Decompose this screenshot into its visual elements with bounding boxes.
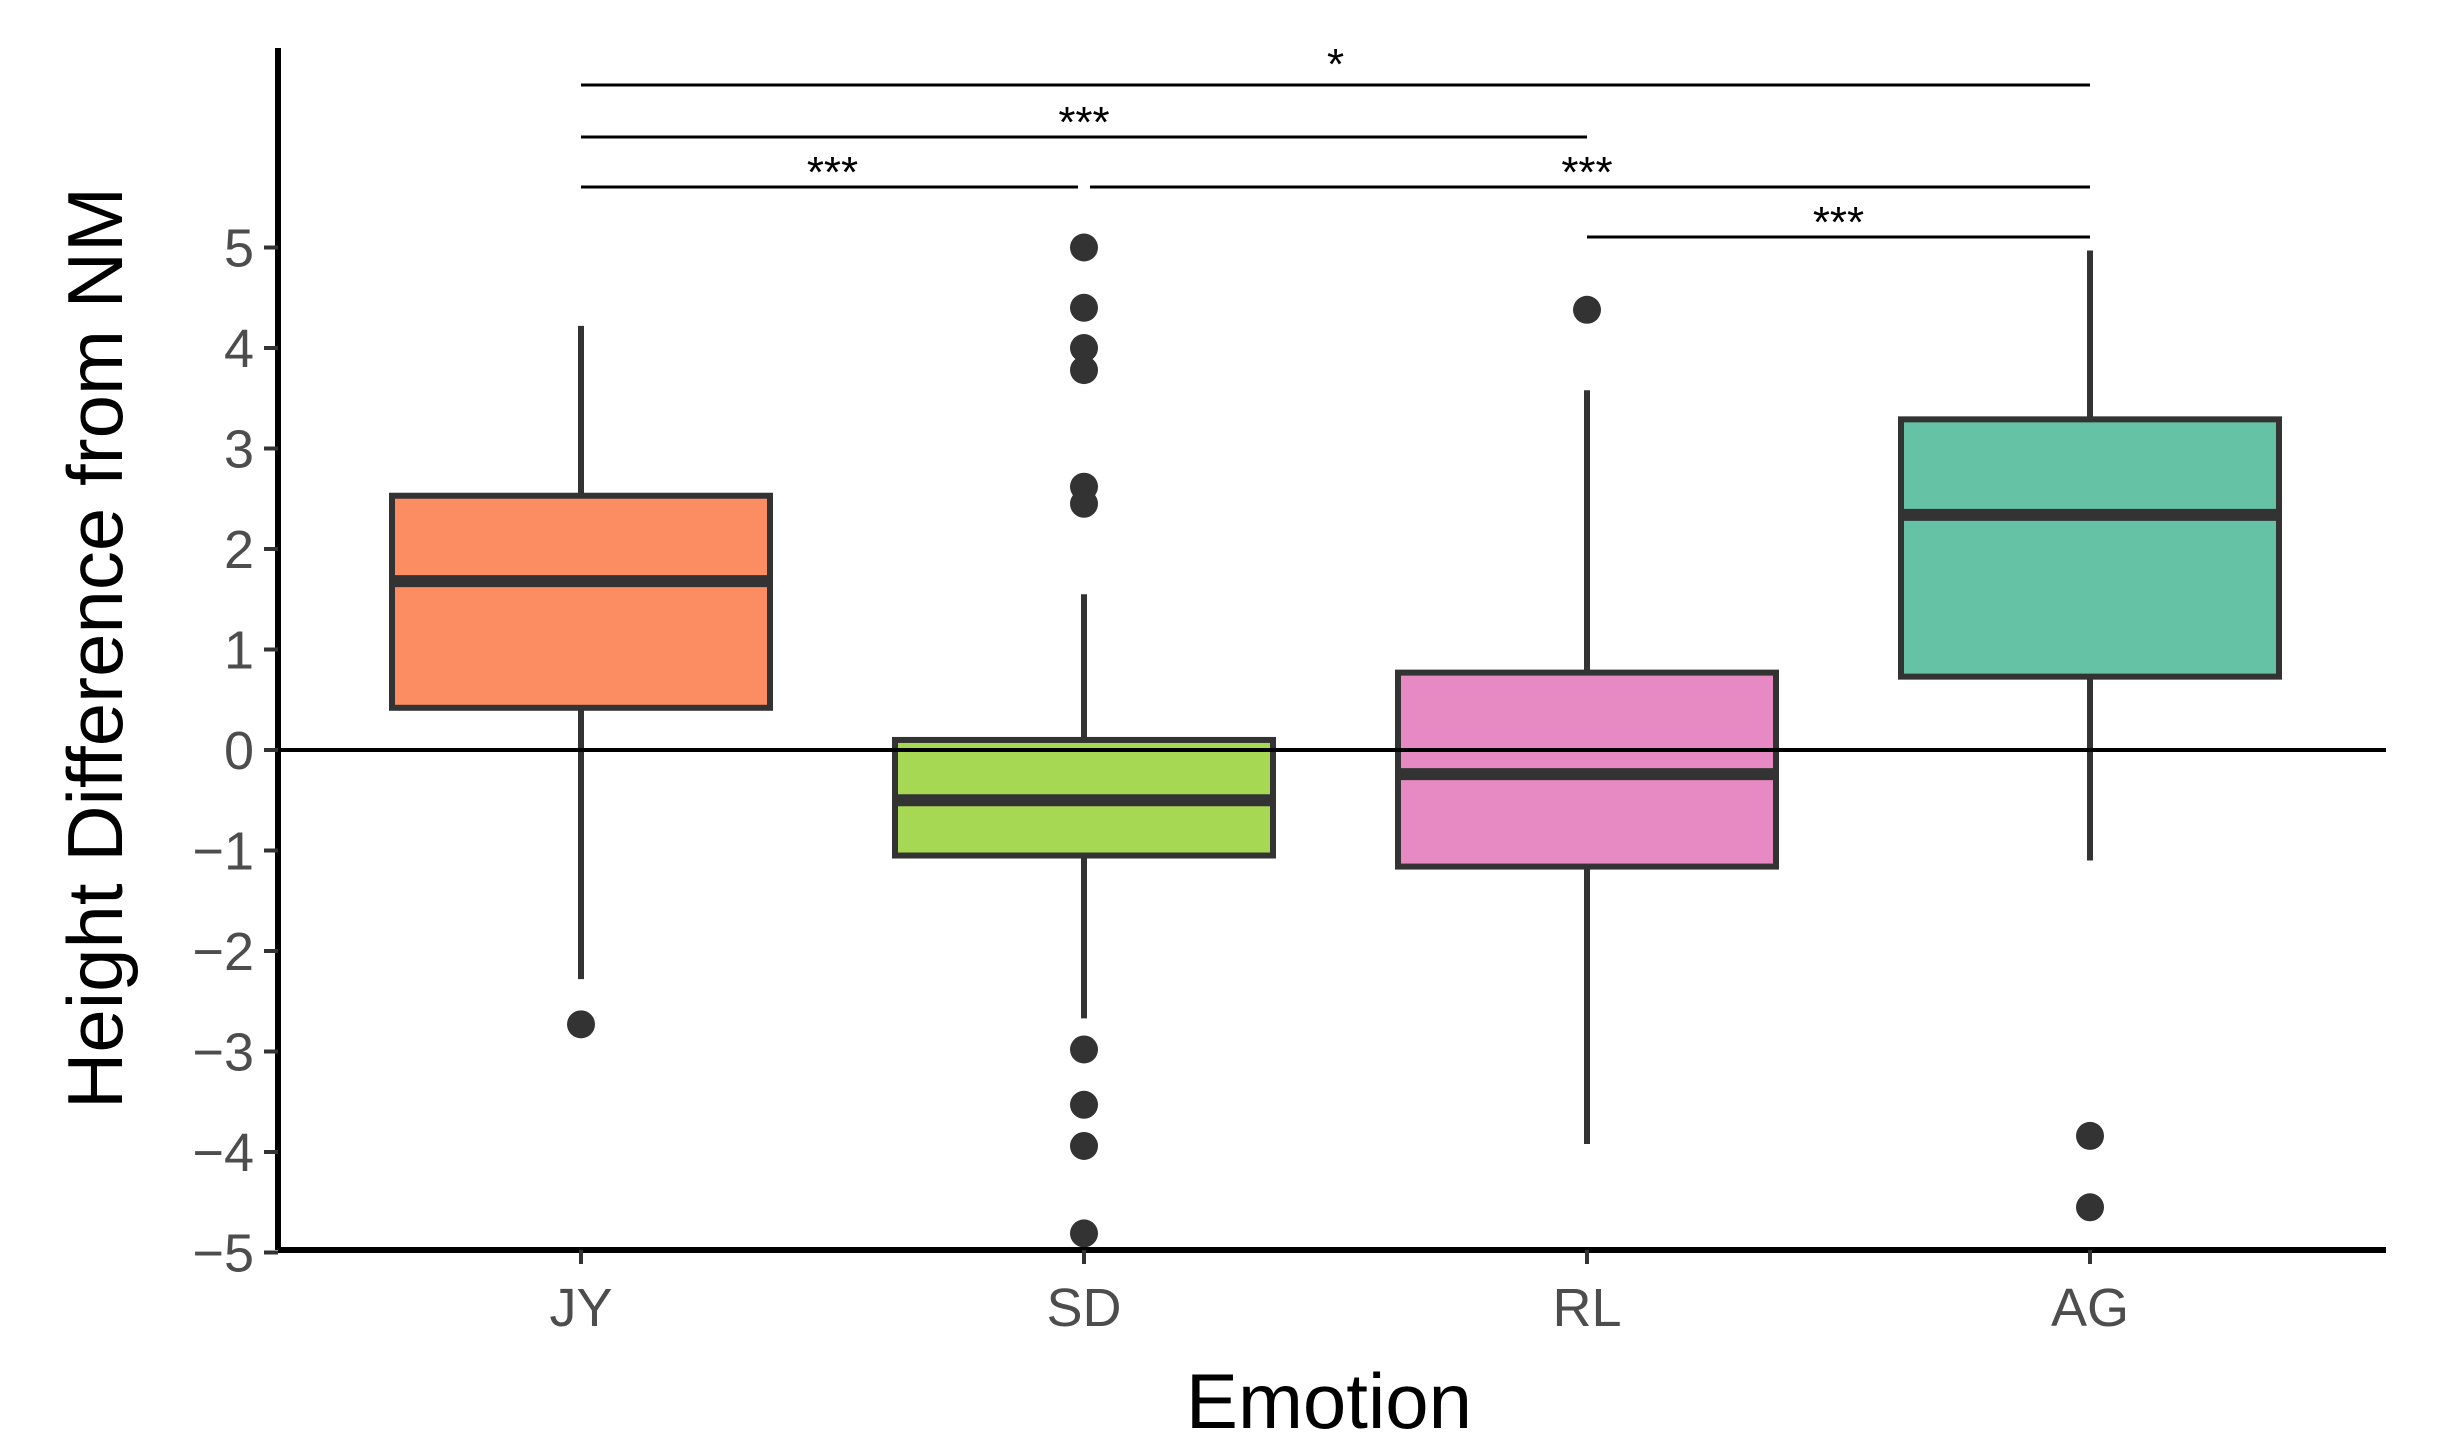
x-tick-label-jy: JY bbox=[549, 1278, 612, 1338]
box-group-rl bbox=[1395, 295, 1779, 1144]
significance-label: *** bbox=[1058, 98, 1109, 147]
significance-label: *** bbox=[1813, 198, 1864, 247]
outlier-point bbox=[1573, 295, 1601, 324]
outlier-point bbox=[1070, 334, 1098, 362]
y-axis-title: Height Difference from NM bbox=[51, 187, 139, 1109]
x-tick-label-sd: SD bbox=[1046, 1278, 1121, 1338]
outlier-point bbox=[1070, 1131, 1098, 1160]
significance-label: *** bbox=[807, 148, 858, 197]
x-axis-title: Emotion bbox=[1186, 1357, 1472, 1445]
y-tick-label: −5 bbox=[192, 1224, 254, 1284]
box-group-sd bbox=[892, 233, 1276, 1248]
outlier-point bbox=[2076, 1193, 2104, 1222]
outlier-point bbox=[2076, 1121, 2104, 1150]
y-tick-label: −3 bbox=[192, 1023, 254, 1083]
box-group-ag bbox=[1898, 250, 2282, 1222]
outlier-point bbox=[1070, 293, 1098, 322]
outlier-point bbox=[567, 1010, 595, 1039]
outlier-point bbox=[1070, 1219, 1098, 1248]
y-tick-label: 3 bbox=[224, 420, 254, 480]
significance-bracket: * bbox=[581, 40, 2090, 89]
outlier-point bbox=[1070, 1035, 1098, 1064]
box-ag bbox=[1898, 416, 2282, 680]
significance-bracket: *** bbox=[581, 148, 1078, 197]
y-tick-label: −2 bbox=[192, 922, 254, 982]
y-tick-label: 0 bbox=[224, 721, 254, 781]
significance-label: * bbox=[1327, 40, 1344, 89]
outlier-point bbox=[1070, 233, 1098, 262]
x-tick-label-rl: RL bbox=[1552, 1278, 1621, 1338]
significance-bracket: *** bbox=[1587, 198, 2090, 247]
y-tick-label: 2 bbox=[224, 520, 254, 580]
box-jy bbox=[389, 492, 773, 711]
x-tick-label-ag: AG bbox=[2051, 1278, 2129, 1338]
y-tick-label: 4 bbox=[224, 319, 254, 379]
y-tick-label: −4 bbox=[192, 1123, 254, 1183]
y-tick-label: −1 bbox=[192, 822, 254, 882]
significance-label: *** bbox=[1561, 148, 1612, 197]
box-group-jy bbox=[389, 325, 773, 1039]
significance-bracket: *** bbox=[581, 98, 1587, 147]
y-tick-label: 5 bbox=[224, 219, 254, 279]
outlier-point bbox=[1070, 489, 1098, 518]
y-tick-label: 1 bbox=[224, 621, 254, 681]
outlier-point bbox=[1070, 1090, 1098, 1119]
significance-bracket: *** bbox=[1090, 148, 2090, 197]
outlier-point bbox=[1070, 356, 1098, 385]
